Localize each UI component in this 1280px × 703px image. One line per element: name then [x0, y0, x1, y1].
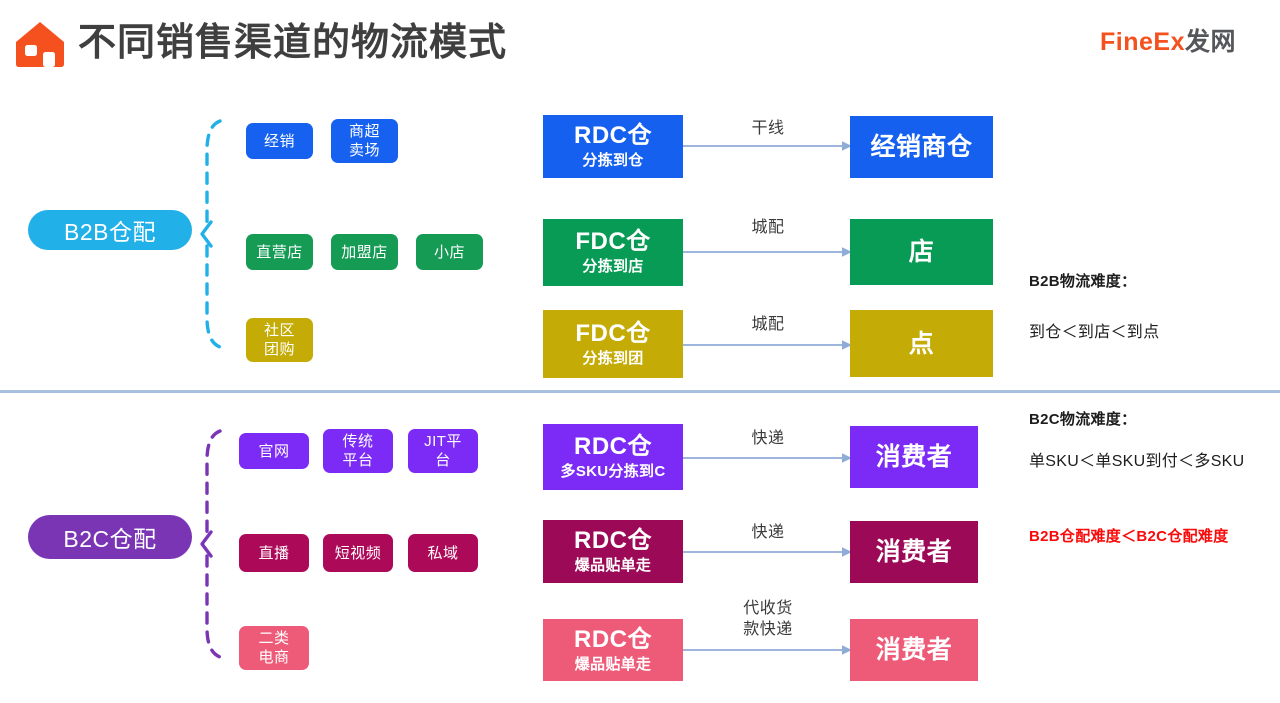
note-comparison-highlight: B2B仓配难度＜B2C仓配难度 — [1029, 528, 1229, 545]
flow-arrow-label-b2c-0: 快递 — [751, 430, 785, 447]
group-pill-b2b-label: B2B仓配 — [64, 219, 156, 245]
chip-b2b-1-1[interactable]: 加盟店 — [331, 234, 398, 270]
chip-label: 经销 — [263, 132, 295, 150]
brace-b2b — [200, 119, 222, 349]
section-divider — [0, 390, 1280, 393]
note-body-b2b: 到仓＜到店＜到点 — [1029, 324, 1160, 341]
chip-label: JIT平 台 — [424, 433, 462, 469]
flow-src-subtitle: 分拣到仓 — [582, 152, 644, 169]
flow-dst-title: 消费者 — [875, 636, 953, 664]
flow-dst-b2b-2[interactable]: 点 — [850, 310, 993, 377]
logo-text-ex: 发网 — [1184, 28, 1236, 56]
chip-label: 官网 — [258, 442, 290, 460]
slide-header: 不同销售渠道的物流模式 FineEx 发网 — [0, 0, 1280, 84]
chip-b2b-0-1[interactable]: 商超 卖场 — [331, 119, 398, 163]
flow-arrow-b2b-1 — [683, 247, 852, 257]
chip-b2b-2-0[interactable]: 社区 团购 — [246, 318, 313, 362]
flow-arrow-label-b2c-2: 代收货 款快递 — [743, 600, 793, 638]
chip-label: 社区 团购 — [263, 322, 295, 358]
flow-src-subtitle: 分拣到团 — [582, 349, 644, 367]
flow-dst-b2c-0[interactable]: 消费者 — [850, 426, 978, 488]
flow-src-b2b-0[interactable]: RDC仓 分拣到仓 — [543, 115, 683, 178]
flow-src-b2b-1[interactable]: FDC仓 分拣到店 — [543, 219, 683, 286]
chip-b2c-0-2[interactable]: JIT平 台 — [408, 429, 478, 473]
flow-src-b2c-1[interactable]: RDC仓 爆品贴单走 — [543, 520, 683, 583]
flow-arrow-label-b2b-2: 城配 — [751, 316, 785, 333]
flow-src-subtitle: 分拣到店 — [582, 258, 644, 275]
flow-dst-title: 消费者 — [875, 538, 953, 566]
flow-dst-title: 店 — [908, 238, 935, 266]
flow-src-title: RDC仓 — [574, 625, 652, 653]
chip-label: 私域 — [427, 544, 459, 562]
flow-arrow-b2c-2 — [683, 645, 852, 655]
chip-label: 直营店 — [256, 243, 303, 261]
group-pill-b2b[interactable]: B2B仓配 — [28, 210, 192, 250]
flow-src-b2c-2[interactable]: RDC仓 爆品贴单走 — [543, 619, 683, 681]
flow-dst-b2c-2[interactable]: 消费者 — [850, 619, 978, 681]
chip-b2b-0-0[interactable]: 经销 — [246, 123, 313, 159]
logo-text-fine: FineEx — [1100, 28, 1185, 56]
flow-src-b2c-0[interactable]: RDC仓 多SKU分拣到C — [543, 424, 683, 490]
chip-b2c-1-2[interactable]: 私域 — [408, 534, 478, 572]
chip-label: 直播 — [258, 544, 290, 562]
flow-src-b2b-2[interactable]: FDC仓 分拣到团 — [543, 310, 683, 378]
chip-label: 二类 电商 — [258, 630, 290, 666]
flow-arrow-label-b2b-0: 干线 — [751, 120, 785, 137]
flow-arrow-b2c-0 — [683, 453, 852, 463]
note-title-b2c: B2C物流难度： — [1029, 411, 1137, 428]
note-title-b2b: B2B物流难度： — [1029, 273, 1137, 290]
flow-arrow-b2c-1 — [683, 547, 852, 557]
chip-label: 短视频 — [334, 544, 382, 562]
flow-dst-b2b-0[interactable]: 经销商仓 — [850, 116, 993, 178]
flow-src-title: RDC仓 — [574, 122, 652, 149]
chip-b2c-2-0[interactable]: 二类 电商 — [239, 626, 309, 670]
flow-dst-b2c-1[interactable]: 消费者 — [850, 521, 978, 583]
flow-arrow-b2b-2 — [683, 340, 852, 350]
chip-label: 商超 卖场 — [348, 123, 380, 159]
chip-b2b-1-0[interactable]: 直营店 — [246, 234, 313, 270]
chip-label: 传统 平台 — [342, 433, 374, 469]
flow-dst-b2b-1[interactable]: 店 — [850, 219, 993, 285]
page-title: 不同销售渠道的物流模式 — [78, 22, 508, 64]
chip-b2c-1-0[interactable]: 直播 — [239, 534, 309, 572]
flow-src-subtitle: 爆品贴单走 — [574, 655, 652, 673]
flow-src-title: RDC仓 — [574, 527, 652, 554]
group-pill-b2c[interactable]: B2C仓配 — [28, 515, 192, 559]
flow-src-title: FDC仓 — [575, 228, 651, 255]
brace-b2c — [200, 429, 222, 659]
flow-arrow-label-b2c-1: 快递 — [751, 524, 785, 541]
chip-b2c-0-0[interactable]: 官网 — [239, 433, 309, 469]
chip-b2b-1-2[interactable]: 小店 — [416, 234, 483, 270]
note-body-b2c: 单SKU＜单SKU到付＜多SKU — [1029, 453, 1245, 470]
flow-dst-title: 消费者 — [875, 443, 953, 471]
flow-src-subtitle: 多SKU分拣到C — [560, 462, 666, 480]
group-pill-b2c-label: B2C仓配 — [63, 526, 157, 552]
flow-dst-title: 点 — [908, 329, 935, 358]
flow-arrow-label-b2b-1: 城配 — [751, 219, 785, 236]
flow-arrow-b2b-0 — [683, 141, 852, 151]
brand-logo: FineEx 发网 — [1100, 28, 1236, 56]
chip-b2c-1-1[interactable]: 短视频 — [323, 534, 393, 572]
chip-label: 加盟店 — [341, 243, 388, 261]
chip-label: 小店 — [433, 243, 465, 261]
flow-src-subtitle: 爆品贴单走 — [574, 557, 652, 574]
flow-dst-title: 经销商仓 — [870, 133, 973, 161]
chip-b2c-0-1[interactable]: 传统 平台 — [323, 429, 393, 473]
house-icon — [16, 22, 64, 67]
flow-src-title: FDC仓 — [575, 319, 651, 347]
flow-src-title: RDC仓 — [574, 432, 652, 460]
